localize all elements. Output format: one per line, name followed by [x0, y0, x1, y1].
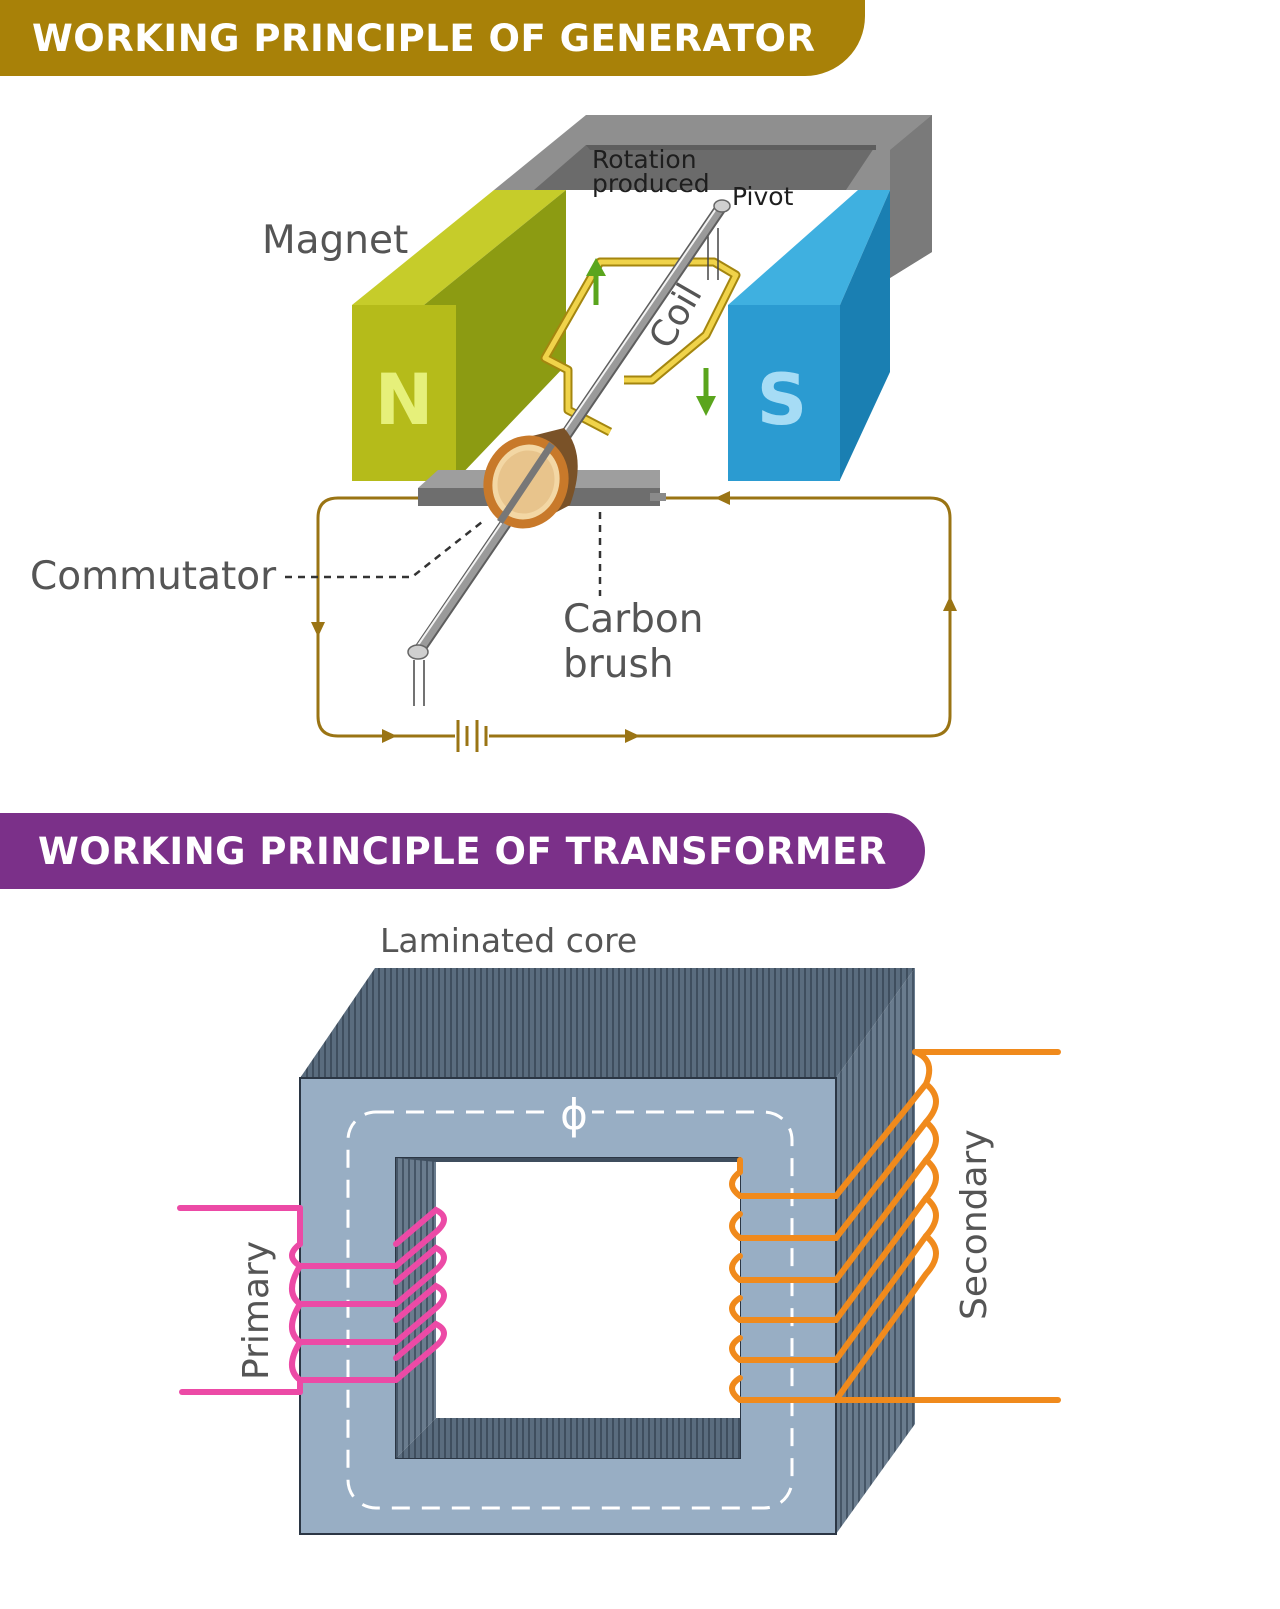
rotation-arrow-down-icon	[696, 368, 716, 416]
generator-title-banner: WORKING PRINCIPLE OF GENERATOR	[0, 0, 865, 76]
carbon-brush-label-line1: Carbon	[563, 597, 704, 642]
generator-title: WORKING PRINCIPLE OF GENERATOR	[32, 16, 816, 60]
circuit-arrow-down-icon	[311, 622, 325, 637]
external-circuit	[311, 491, 957, 752]
circuit-arrow-right-icon-2	[625, 729, 640, 743]
commutator-leader-line	[285, 521, 483, 579]
pivot-end	[713, 199, 731, 213]
flux-symbol: ϕ	[560, 1090, 588, 1139]
north-magnet: N	[352, 190, 566, 481]
laminated-core-label: Laminated core	[380, 921, 637, 960]
circuit-arrow-left-icon	[715, 491, 730, 505]
battery-icon	[455, 720, 489, 752]
rotation-arrow-up-icon	[586, 258, 606, 305]
shaft	[407, 199, 731, 660]
south-magnet: S	[728, 190, 890, 481]
north-pole-label: N	[375, 359, 434, 441]
primary-label: Primary	[236, 1241, 277, 1380]
carbon-brush-label-line2: brush	[563, 642, 674, 687]
magnet-label: Magnet	[262, 218, 408, 263]
laminated-core: ϕ	[299, 968, 915, 1535]
commutator-label: Commutator	[30, 554, 277, 599]
magnet-yoke	[494, 115, 932, 278]
primary-winding	[177, 1205, 447, 1395]
secondary-winding	[729, 1049, 1061, 1403]
transformer-title: WORKING PRINCIPLE OF TRANSFORMER	[38, 829, 887, 873]
pivot-label: Pivot	[732, 182, 794, 211]
circuit-arrow-right-icon-1	[382, 729, 397, 743]
generator-diagram: N S	[30, 115, 957, 752]
armature-coil	[540, 257, 741, 436]
rotation-label-line1: Rotation	[592, 145, 697, 174]
secondary-label: Secondary	[954, 1129, 995, 1320]
lower-pivot-end	[407, 644, 429, 660]
commutator-ring	[483, 428, 578, 529]
rotation-label-line2: produced	[592, 169, 710, 198]
south-pole-label: S	[757, 359, 807, 441]
transformer-title-banner: WORKING PRINCIPLE OF TRANSFORMER	[0, 813, 925, 889]
circuit-arrow-up-icon	[943, 596, 957, 611]
